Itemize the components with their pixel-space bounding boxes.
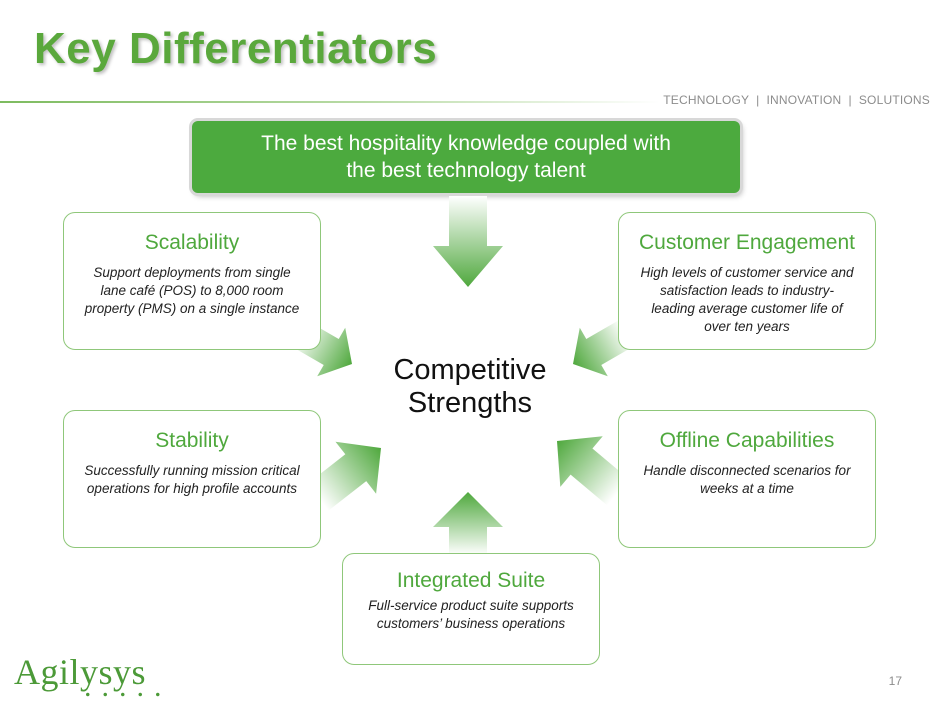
logo-dots: ..... — [84, 670, 172, 703]
center-line-1: Competitive — [393, 354, 547, 386]
banner-line-2: the best technology talent — [346, 159, 586, 182]
integrated-suite-title: Integrated Suite — [396, 569, 546, 592]
banner: The best hospitality knowledge coupled w… — [192, 121, 740, 193]
arrow-lower-left-icon — [307, 441, 381, 511]
customer-engagement-title: Customer Engagement — [639, 231, 855, 254]
slide-title: Key Differentiators — [34, 24, 438, 73]
tagline: TECHNOLOGY | INNOVATION | SOLUTIONS — [663, 93, 930, 107]
arrow-down-icon — [433, 196, 503, 287]
integrated-suite-desc: Full-service product suite supports cust… — [368, 598, 574, 631]
title-divider — [0, 101, 660, 103]
offline-capabilities-box: Offline Capabilities Handle disconnected… — [618, 410, 876, 548]
stability-box: Stability Successfully running mission c… — [63, 410, 321, 548]
banner-line-1: The best hospitality knowledge coupled w… — [261, 132, 671, 155]
agilysys-logo: Agilysys — [14, 652, 147, 692]
scalability-desc: Support deployments from single lane caf… — [84, 265, 300, 316]
competitive-strengths-label: Competitive Strengths — [370, 354, 570, 420]
customer-engagement-box: Customer Engagement High levels of custo… — [618, 212, 876, 350]
arrow-up-icon — [433, 492, 503, 555]
page-number: 17 — [888, 674, 902, 688]
arrow-lower-right-icon — [557, 436, 630, 506]
scalability-title: Scalability — [144, 231, 240, 254]
scalability-box: Scalability Support deployments from sin… — [63, 212, 321, 350]
center-line-2: Strengths — [407, 387, 533, 419]
offline-capabilities-title: Offline Capabilities — [659, 429, 835, 452]
customer-engagement-desc: High levels of customer service and sati… — [640, 265, 854, 334]
stability-title: Stability — [155, 429, 229, 452]
integrated-suite-box: Integrated Suite Full-service product su… — [342, 553, 600, 665]
offline-capabilities-desc: Handle disconnected scenarios for weeks … — [643, 463, 851, 496]
stability-desc: Successfully running mission critical op… — [84, 463, 300, 496]
